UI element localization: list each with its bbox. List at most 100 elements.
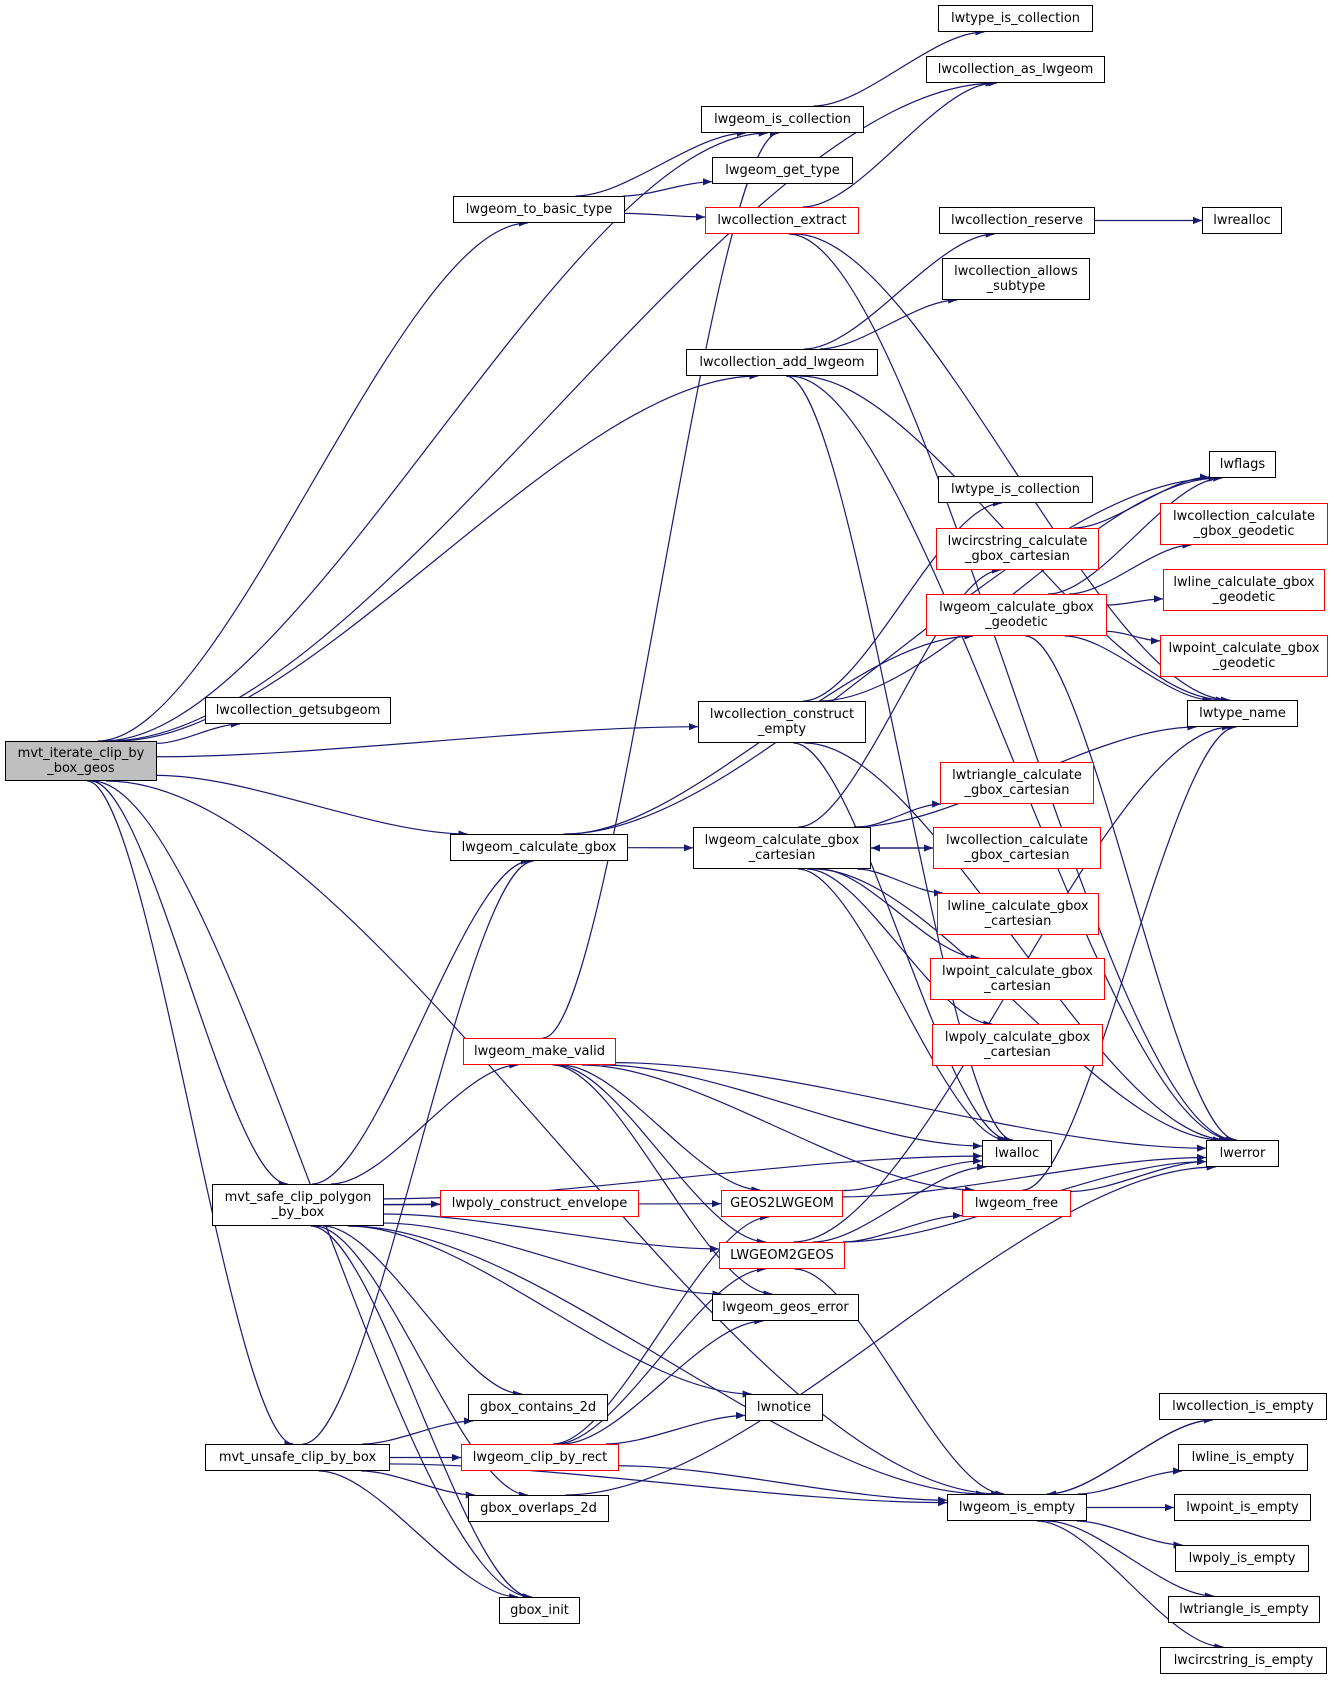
edge-lwgeom_to_basic_type-to-lwgeom_get_type	[623, 178, 713, 197]
node-lwpoly-construct-envelope[interactable]: lwpoly_construct_envelope	[440, 1190, 639, 1217]
node-lwpoint-is-empty[interactable]: lwpoint_is_empty	[1174, 1494, 1311, 1521]
edge-lwgeom_make_valid-to-GEOS2LWGEOM	[561, 1064, 761, 1194]
edge-lwgeom_to_basic_type-to-lwcollection_extract	[624, 212, 706, 221]
edge-LWGEOM2GEOS-to-lwgeom_free	[842, 1211, 963, 1243]
edge-mvt_unsafe_clip-to-lwgeom_calculate_gbox	[302, 857, 534, 1445]
node-lwtype-is-collection[interactable]: lwtype_is_collection	[938, 5, 1093, 32]
edge-lwgeom_calc_cart-to-lwalloc	[798, 868, 1007, 1144]
node-lwcircstring-is-empty[interactable]: lwcircstring_is_empty	[1160, 1647, 1327, 1674]
edge-lwgeom_is_collection-to-lwtype_is_collection_1	[813, 28, 985, 107]
edge-mvt_iterate-to-lwgeom_is_collection	[102, 129, 768, 742]
edge-mvt_iterate-to-lwgeom_to_basic_type	[97, 219, 528, 742]
node-lwcollection-is-empty[interactable]: lwcollection_is_empty	[1159, 1393, 1327, 1420]
node-lwtriangle-is-empty[interactable]: lwtriangle_is_empty	[1168, 1596, 1320, 1623]
node-lwcollection-as-lwgeom[interactable]: lwcollection_as_lwgeom	[926, 56, 1105, 83]
edge-lwgeom_calc_cart-to-lwcircstring_calc_cart	[798, 566, 1001, 828]
node-lwgeom-to-basic-type[interactable]: lwgeom_to_basic_type	[453, 196, 625, 223]
edge-lwcollection_extract-to-lwcollection_as_lwgeom	[802, 79, 995, 208]
node-lwrealloc[interactable]: lwrealloc	[1202, 207, 1282, 234]
node-lwpoint-calculate-gbox-geodetic[interactable]: lwpoint_calculate_gbox _geodetic	[1160, 635, 1328, 677]
edge-lwgeom_clip_by_rect-to-LWGEOM2GEOS	[556, 1265, 766, 1445]
node-lwtriangle-calculate-gbox-cartesian[interactable]: lwtriangle_calculate _gbox_cartesian	[940, 762, 1094, 804]
node-lwcollection-getsubgeom[interactable]: lwcollection_getsubgeom	[205, 697, 391, 724]
node-lwline-calculate-gbox-cartesian[interactable]: lwline_calculate_gbox _cartesian	[937, 893, 1099, 935]
edge-mvt_safe_clip-to-lwgeom_is_empty	[347, 1225, 985, 1498]
node-lwflags[interactable]: lwflags	[1209, 451, 1276, 478]
edge-mvt_iterate-to-lwcollection_construct_empty	[156, 723, 699, 758]
edge-lwcollection_add_lwgeom-to-lwcollection_allows_subtype	[819, 296, 958, 350]
edge-lwgeom_make_valid-to-lwerror	[615, 1062, 1207, 1152]
node-lwcollection-calculate-gbox-geodetic[interactable]: lwcollection_calculate _gbox_geodetic	[1160, 503, 1328, 545]
node-mvt-safe-clip-polygon-by-box[interactable]: mvt_safe_clip_polygon _by_box	[212, 1184, 384, 1226]
node-lwgeom-calculate-gbox-cartesian[interactable]: lwgeom_calculate_gbox _cartesian	[693, 827, 871, 869]
node-geos2lwgeom[interactable]: GEOS2LWGEOM	[721, 1190, 843, 1217]
edge-lwgeom_clip_by_rect-to-lwgeom_is_empty	[618, 1465, 948, 1504]
node-lwcollection-allows-subtype[interactable]: lwcollection_allows _subtype	[942, 258, 1090, 300]
node-lwtype-is-collection-2[interactable]: lwtype_is_collection	[938, 476, 1093, 503]
node-lwpoly-calculate-gbox-cartesian[interactable]: lwpoly_calculate_gbox _cartesian	[932, 1024, 1103, 1066]
edge-LWGEOM2GEOS-to-lwalloc	[813, 1163, 986, 1243]
node-lwline-is-empty[interactable]: lwline_is_empty	[1178, 1444, 1308, 1471]
node-lwcollection-add-lwgeom[interactable]: lwcollection_add_lwgeom	[686, 349, 878, 376]
edge-lwgeom_calc_geod-to-lwerror	[1025, 635, 1237, 1144]
node-lwcollection-construct-empty[interactable]: lwcollection_construct _empty	[698, 701, 866, 743]
edge-lwgeom_calc_geod-to-lwline_calc_geod	[1106, 595, 1164, 606]
edge-mvt_iterate-to-mvt_safe_clip	[90, 780, 288, 1188]
node-lwgeom-get-type[interactable]: lwgeom_get_type	[712, 157, 853, 184]
node-lwcollection-extract[interactable]: lwcollection_extract	[705, 207, 859, 234]
node-lwtype-name[interactable]: lwtype_name	[1187, 700, 1298, 727]
edge-mvt_safe_clip-to-gbox_contains_2d	[322, 1225, 523, 1398]
edge-mvt_safe_clip-to-lwgeom_calculate_gbox	[312, 857, 530, 1185]
edge-mvt_iterate-to-lwgeom_calculate_gbox	[156, 774, 468, 838]
edge-mvt_safe_clip-to-gbox_init	[310, 1225, 532, 1601]
node-lwgeom2geos[interactable]: LWGEOM2GEOS	[719, 1242, 845, 1269]
edge-lwgeom_clip_by_rect-to-lwnotice	[605, 1411, 746, 1445]
node-mvt-iterate-clip-by-box-geos[interactable]: mvt_iterate_clip_by _box_geos	[5, 741, 157, 781]
edge-mvt_iterate-to-lwcollection_getsubgeom	[156, 720, 240, 744]
edge-lwgeom_is_empty-to-lwtriangle_is_empty	[1047, 1520, 1214, 1600]
edge-mvt_iterate-to-lwcollection_as_lwgeom	[108, 79, 998, 742]
node-lwerror[interactable]: lwerror	[1206, 1140, 1279, 1167]
edge-lwgeom_calc_geod-to-lwflags	[1048, 474, 1223, 595]
edge-mvt_safe_clip-to-LWGEOM2GEOS	[383, 1213, 720, 1253]
edge-lwgeom_make_valid-to-lwalloc	[602, 1064, 983, 1150]
node-lwgeom-clip-by-rect[interactable]: lwgeom_clip_by_rect	[461, 1444, 619, 1471]
edge-GEOS2LWGEOM-to-lwerror	[842, 1153, 1207, 1198]
edge-mvt_safe_clip-to-lwgeom_make_valid	[331, 1061, 519, 1185]
node-lwcollection-calculate-gbox-cartesian[interactable]: lwcollection_calculate _gbox_cartesian	[933, 827, 1101, 869]
edge-lwgeom_calc_cart-to-lwpoly_calc_cart	[807, 868, 993, 1028]
node-gbox-init[interactable]: gbox_init	[499, 1597, 580, 1624]
node-lwgeom-is-empty[interactable]: lwgeom_is_empty	[947, 1494, 1087, 1521]
node-mvt-unsafe-clip-by-box[interactable]: mvt_unsafe_clip_by_box	[205, 1444, 390, 1471]
node-lwgeom-free[interactable]: lwgeom_free	[962, 1190, 1071, 1217]
edge-mvt_unsafe_clip-to-gbox_overlaps_2d	[361, 1470, 475, 1499]
edge-mvt_unsafe_clip-to-gbox_init	[318, 1470, 519, 1601]
edge-lwgeom_calculate_gbox-to-lwflags	[563, 474, 1218, 835]
edge-lwgeom_calc_geod-to-lwpoint_calc_geod	[1106, 630, 1161, 645]
edge-lwgeom_calc_geod-to-lwtype_name	[1064, 635, 1212, 704]
edge-mvt_iterate-to-mvt_unsafe_clip	[87, 780, 294, 1448]
node-lwgeom-geos-error[interactable]: lwgeom_geos_error	[712, 1294, 859, 1321]
edge-lwcollection_construct_empty-to-lwalloc	[793, 742, 1010, 1144]
edge-lwgeom_clip_by_rect-to-lwgeom_geos_error	[562, 1317, 764, 1445]
node-lwpoint-calculate-gbox-cartesian[interactable]: lwpoint_calculate_gbox _cartesian	[930, 958, 1105, 1000]
node-gbox-overlaps-2d[interactable]: gbox_overlaps_2d	[468, 1495, 609, 1522]
node-gbox-contains-2d[interactable]: gbox_contains_2d	[468, 1394, 608, 1421]
edge-lwgeom_make_valid-to-lwgeom_free	[581, 1064, 975, 1194]
node-lwcircstring-calculate-gbox-cartesian[interactable]: lwcircstring_calculate _gbox_cartesian	[936, 528, 1099, 570]
node-lwcollection-reserve[interactable]: lwcollection_reserve	[939, 207, 1095, 234]
edge-lwgeom_calc_cart-to-lwline_calc_cart	[857, 868, 943, 897]
node-lwgeom-calculate-gbox-geodetic[interactable]: lwgeom_calculate_gbox _geodetic	[926, 594, 1107, 636]
node-lwgeom-calculate-gbox[interactable]: lwgeom_calculate_gbox	[450, 834, 628, 861]
edge-LWGEOM2GEOS-to-lwgeom_is_empty	[794, 1268, 1005, 1498]
node-lwline-calculate-gbox-geodetic[interactable]: lwline_calculate_gbox _geodetic	[1163, 569, 1325, 611]
node-lwalloc[interactable]: lwalloc	[982, 1140, 1052, 1167]
edge-lwgeom_to_basic_type-to-lwgeom_is_collection	[575, 129, 746, 197]
node-lwgeom-make-valid[interactable]: lwgeom_make_valid	[463, 1038, 616, 1065]
node-lwpoly-is-empty[interactable]: lwpoly_is_empty	[1175, 1545, 1309, 1572]
edge-lwcollection_is_empty-to-lwgeom_is_empty	[1047, 1419, 1213, 1498]
node-lwnotice[interactable]: lwnotice	[745, 1394, 823, 1421]
node-lwgeom-is-collection[interactable]: lwgeom_is_collection	[701, 106, 864, 133]
